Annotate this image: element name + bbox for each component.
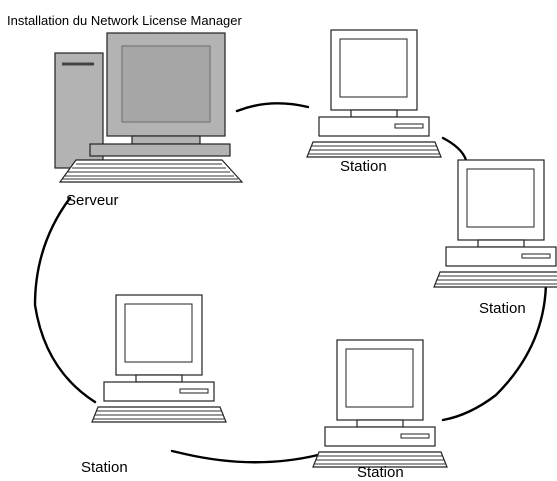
- link-station-2-station-3: [441, 278, 548, 422]
- station-label-4: Station: [81, 459, 128, 476]
- link-server-station-1: [235, 102, 310, 113]
- link-station-3-station-4: [170, 449, 320, 464]
- station-computer-4: [91, 294, 227, 423]
- diagram-title: Installation du Network License Manager: [7, 13, 242, 28]
- server-base: [89, 143, 231, 157]
- station-label-2: Station: [479, 300, 526, 317]
- server-screen: [121, 45, 211, 123]
- station-label-3: Station: [357, 464, 404, 481]
- server-computer: [54, 32, 244, 183]
- server-label: Serveur: [66, 192, 119, 209]
- station-computer-2: [433, 159, 557, 288]
- link-station-4-server: [33, 196, 97, 404]
- link-station-1-station-2: [441, 136, 468, 162]
- network-links: [33, 102, 548, 464]
- station-computer-3: [312, 339, 448, 468]
- station-computer-1: [306, 29, 442, 158]
- station-label-1: Station: [340, 158, 387, 175]
